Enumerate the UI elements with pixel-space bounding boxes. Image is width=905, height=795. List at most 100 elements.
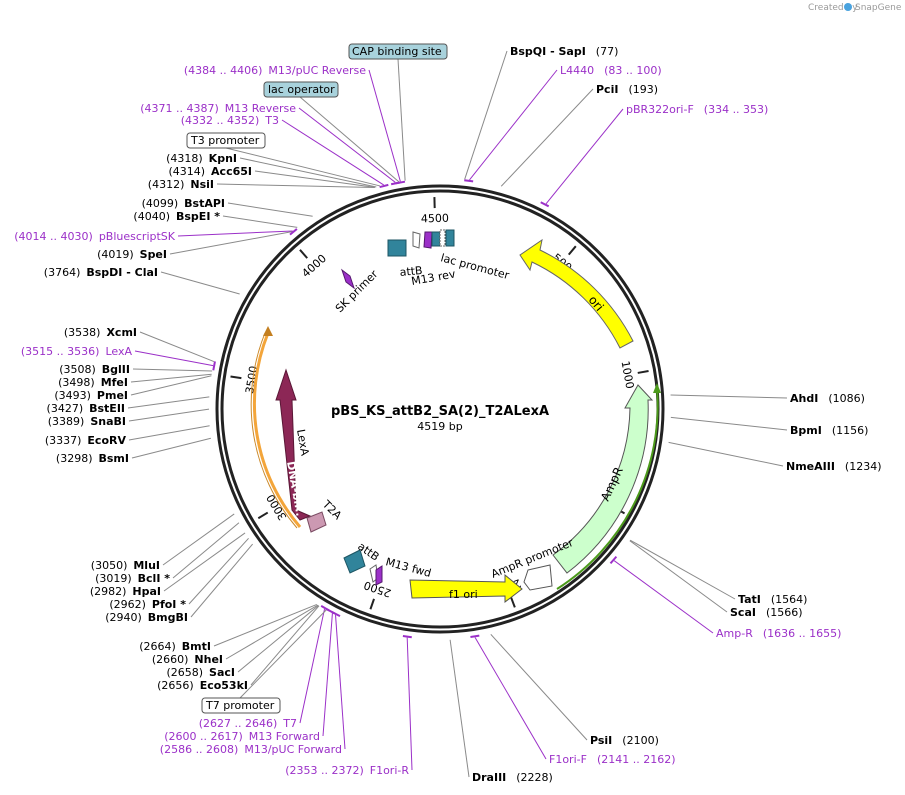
left-site-name[interactable]: BstAPI bbox=[184, 197, 225, 210]
brand-name: SnapGene bbox=[855, 3, 902, 13]
leader-line bbox=[177, 230, 293, 237]
t7-promoter-box[interactable]: T7 promoter bbox=[201, 697, 281, 714]
right-site-name[interactable]: PsiI bbox=[590, 734, 612, 747]
leader-line bbox=[299, 608, 326, 724]
left-site-pos: (4371 .. 4387) bbox=[140, 102, 219, 115]
left-site-pos: (3508) bbox=[59, 363, 96, 376]
left-site-pos: (3515 .. 3536) bbox=[21, 345, 100, 358]
left-site-name[interactable]: BglII bbox=[102, 363, 130, 376]
right-site-name[interactable]: ScaI bbox=[730, 606, 756, 619]
left-site-name[interactable]: BmgBI bbox=[148, 611, 188, 624]
feature-primer-top[interactable] bbox=[423, 231, 433, 249]
left-site-name[interactable]: T3 bbox=[264, 114, 279, 127]
leader-lines bbox=[127, 50, 788, 778]
right-site-pos: (2141 .. 2162) bbox=[597, 753, 676, 766]
left-site-pos: (2962) bbox=[109, 598, 146, 611]
feature-ampr-promoter[interactable] bbox=[523, 564, 553, 591]
feature-primer-bottom[interactable] bbox=[375, 565, 383, 586]
leader-line bbox=[130, 375, 212, 396]
right-site-pos: (77) bbox=[596, 45, 619, 58]
left-site-name[interactable]: PmeI bbox=[97, 389, 128, 402]
left-site-name[interactable]: M13/pUC Forward bbox=[244, 743, 342, 756]
feature-attb-top-label: attB bbox=[399, 264, 423, 279]
lac-operator-box[interactable]: lac operator bbox=[263, 81, 339, 98]
right-site-name[interactable]: Amp-R bbox=[716, 627, 753, 640]
tick-label: 4000 bbox=[299, 252, 329, 280]
leader-line bbox=[254, 170, 376, 188]
feature-attb-top[interactable] bbox=[387, 239, 407, 257]
left-site-name[interactable]: BspEI * bbox=[176, 210, 220, 223]
right-site-name[interactable]: F1ori-F bbox=[549, 753, 587, 766]
feature-lac-operator-box[interactable] bbox=[431, 231, 441, 247]
left-site-name[interactable]: M13 Reverse bbox=[225, 102, 296, 115]
left-site-name[interactable]: NsiI bbox=[190, 178, 214, 191]
left-site-name[interactable]: XcmI bbox=[106, 326, 137, 339]
leader-line bbox=[237, 605, 319, 673]
feature-lexa[interactable] bbox=[275, 368, 312, 521]
tick-mark bbox=[369, 598, 375, 610]
feature-sk-primer[interactable] bbox=[341, 268, 355, 290]
orange-track-arrow-icon bbox=[263, 326, 273, 336]
right-site-name[interactable]: DraIII bbox=[472, 771, 506, 784]
leader-line bbox=[128, 425, 210, 441]
left-site-pos: (4014 .. 4030) bbox=[14, 230, 93, 243]
right-site-pos: (1636 .. 1655) bbox=[763, 627, 842, 640]
left-site-name[interactable]: NheI bbox=[194, 653, 223, 666]
feature-f1ori-label: f1 ori bbox=[449, 588, 478, 601]
left-site-name[interactable]: BmtI bbox=[182, 640, 211, 653]
right-site-name[interactable]: TatI bbox=[738, 593, 761, 606]
left-site-name[interactable]: SpeI bbox=[140, 248, 167, 261]
right-site-name[interactable]: NmeAIII bbox=[786, 460, 835, 473]
left-site-pos: (2586 .. 2608) bbox=[160, 743, 239, 756]
ampr-track-arrow-icon bbox=[653, 383, 661, 393]
left-site-name[interactable]: T7 bbox=[282, 717, 297, 730]
feature-t2a[interactable] bbox=[306, 511, 327, 533]
leader-line bbox=[670, 416, 788, 431]
right-site-name[interactable]: BspQI - SapI bbox=[510, 45, 586, 58]
left-site-name[interactable]: PfoI * bbox=[152, 598, 186, 611]
left-site-name[interactable]: HpaI bbox=[132, 585, 161, 598]
left-site-name[interactable]: LexA bbox=[105, 345, 132, 358]
left-site-name[interactable]: M13 Forward bbox=[249, 730, 320, 743]
tick-label: 4500 bbox=[421, 212, 449, 226]
feature-m13rev[interactable] bbox=[412, 231, 421, 249]
feature-ampr[interactable] bbox=[552, 384, 654, 574]
left-site-name[interactable]: KpnI bbox=[209, 152, 237, 165]
feature-cap-box[interactable] bbox=[445, 229, 455, 247]
t3-promoter-box[interactable]: T3 promoter bbox=[186, 132, 266, 149]
tick-mark bbox=[510, 596, 516, 608]
left-site-name[interactable]: BclI * bbox=[138, 572, 171, 585]
left-site-name[interactable]: F1ori-R bbox=[370, 764, 410, 777]
primer-mark bbox=[464, 179, 474, 183]
left-site-name[interactable]: BspDI - ClaI bbox=[86, 266, 158, 279]
right-site-name[interactable]: AhdI bbox=[790, 392, 818, 405]
left-site-name[interactable]: M13/pUC Reverse bbox=[268, 64, 366, 77]
left-site-name[interactable]: BsmI bbox=[99, 452, 130, 465]
right-site-pos: (193) bbox=[628, 83, 658, 96]
left-site-name[interactable]: EcoRV bbox=[87, 434, 126, 447]
left-site-name[interactable]: MfeI bbox=[101, 376, 128, 389]
feature-attb-bottom[interactable] bbox=[343, 549, 366, 574]
feature-lac-promoter[interactable] bbox=[439, 229, 446, 247]
left-site-name[interactable]: Acc65I bbox=[211, 165, 252, 178]
cap-binding-site-box[interactable]: CAP binding site bbox=[348, 43, 448, 60]
left-site-name[interactable]: pBluescriptSK bbox=[99, 230, 176, 243]
feature-f1ori[interactable] bbox=[409, 573, 523, 604]
cap-binding-site-label: CAP binding site bbox=[352, 45, 442, 58]
right-site-name[interactable]: BpmI bbox=[790, 424, 822, 437]
left-site-name[interactable]: SacI bbox=[209, 666, 235, 679]
left-site-name[interactable]: BstEII bbox=[89, 402, 125, 415]
right-site-name[interactable]: PciI bbox=[596, 83, 618, 96]
leader-line bbox=[172, 522, 240, 579]
leader-line bbox=[134, 350, 214, 367]
left-site-name[interactable]: Eco53kI bbox=[200, 679, 248, 692]
right-site-name[interactable]: L4440 bbox=[560, 64, 594, 77]
leader-line bbox=[132, 368, 213, 372]
left-site-name[interactable]: SnaBI bbox=[90, 415, 126, 428]
left-site-name[interactable]: MluI bbox=[133, 559, 160, 572]
right-site-name[interactable]: pBR322ori-F bbox=[626, 103, 694, 116]
left-site-pos: (3427) bbox=[47, 402, 84, 415]
left-site-pos: (2656) bbox=[157, 679, 194, 692]
right-site-pos: (1156) bbox=[832, 424, 869, 437]
feature-ori[interactable] bbox=[519, 238, 634, 349]
